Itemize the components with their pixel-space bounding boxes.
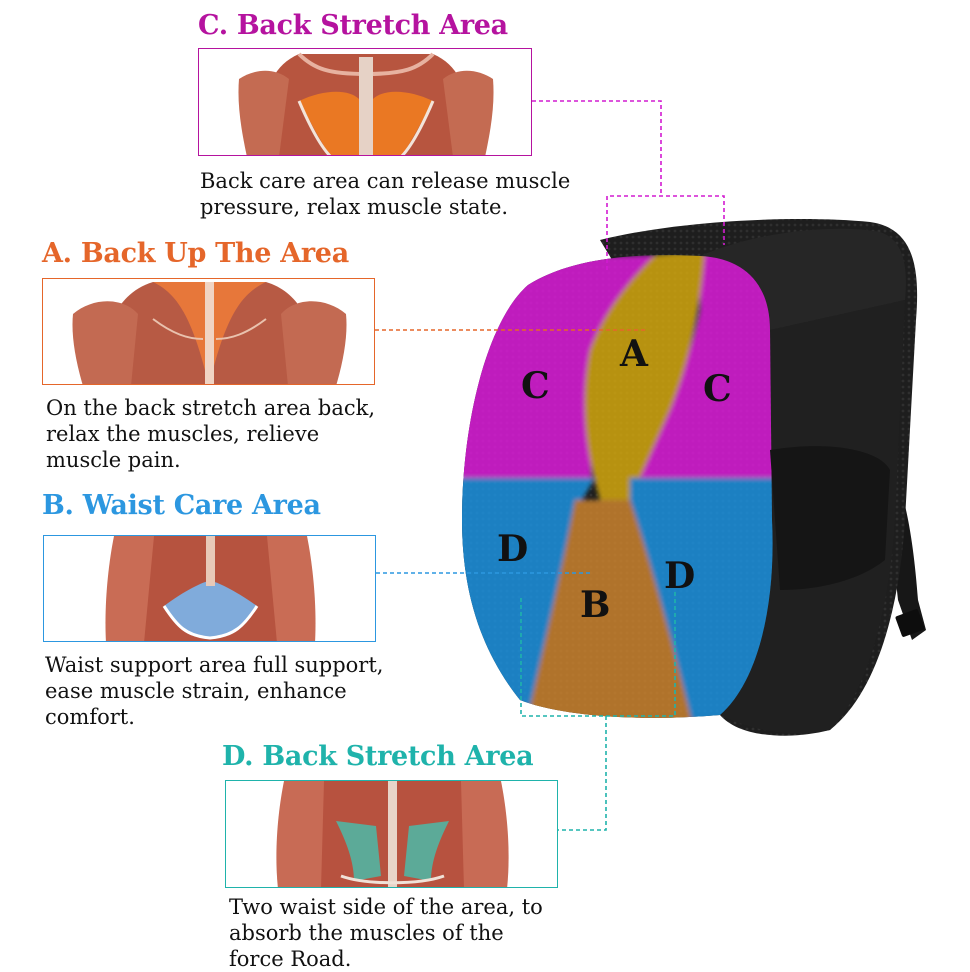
section-a-line-2: relax the muscles, relieve — [46, 422, 320, 446]
section-d-line-1: Two waist side of the area, to — [229, 895, 543, 919]
back-muscle-illustration-upper-highlight — [238, 52, 494, 155]
section-b-line-1: Waist support area full support, — [45, 653, 384, 677]
section-c-line-2: pressure, relax muscle state. — [200, 195, 509, 219]
section-c-title: C. Back Stretch Area — [198, 10, 508, 41]
section-d-image — [225, 780, 558, 888]
section-d-title: D. Back Stretch Area — [222, 741, 534, 772]
section-c-line-1: Back care area can release muscle — [200, 169, 571, 193]
zone-label-d-right: D — [664, 555, 696, 597]
back-muscle-illustration-lumbar-highlight — [105, 536, 316, 641]
section-c-image — [198, 48, 532, 156]
section-a-line-1: On the back stretch area back, — [46, 396, 375, 420]
section-d-line-2: absorb the muscles of the — [229, 921, 504, 945]
leader-line-d — [520, 592, 676, 831]
back-muscle-illustration-side-highlight — [276, 781, 509, 887]
back-muscle-illustration-spine-highlight — [72, 282, 347, 384]
section-a-title: A. Back Up The Area — [42, 238, 349, 269]
section-a-line-3: muscle pain. — [46, 448, 181, 472]
strap-buckle — [895, 609, 925, 637]
section-c-description: Back care area can release muscle pressu… — [200, 168, 570, 220]
section-b-title: B. Waist Care Area — [42, 490, 321, 521]
section-b-line-3: comfort. — [45, 705, 135, 729]
zone-label-a: A — [620, 333, 648, 375]
zone-label-c-right: C — [703, 368, 732, 410]
zone-label-b: B — [580, 584, 611, 626]
zone-label-c-left: C — [521, 365, 550, 407]
zone-label-d-left: D — [497, 528, 529, 570]
section-d-description: Two waist side of the area, to absorb th… — [229, 894, 543, 972]
section-a-image — [42, 278, 375, 385]
section-b-image — [43, 535, 376, 642]
section-b-line-2: ease muscle strain, enhance — [45, 679, 347, 703]
section-b-description: Waist support area full support, ease mu… — [45, 652, 383, 730]
section-d-line-3: force Road. — [229, 947, 352, 971]
cushion-side-pocket — [770, 446, 890, 590]
leader-line-c — [532, 100, 725, 270]
section-a-description: On the back stretch area back, relax the… — [46, 395, 375, 473]
